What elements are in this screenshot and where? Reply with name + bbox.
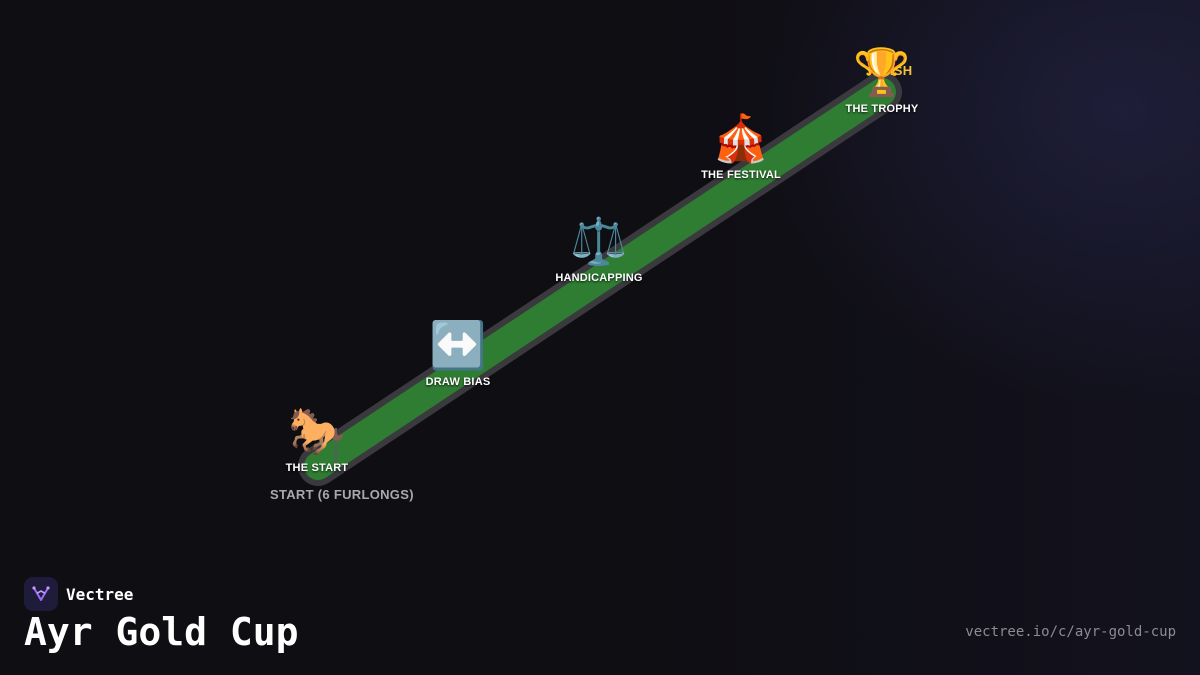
track-surface <box>304 78 896 480</box>
milestone-label: THE START <box>285 462 349 474</box>
milestone-label: HANDICAPPING <box>555 272 643 284</box>
finish-caption: FINISH <box>868 63 913 78</box>
vectree-logo-icon <box>24 577 58 611</box>
left-right-arrow-icon: ↔️ <box>429 319 487 371</box>
start-caption: START (6 FURLONGS) <box>270 487 414 502</box>
milestone-handicapping: ⚖️ HANDICAPPING <box>509 215 689 284</box>
milestone-the-start: 🐎 THE START <box>227 405 407 474</box>
milestone-label: DRAW BIAS <box>425 376 491 388</box>
brand[interactable]: Vectree <box>24 577 133 611</box>
circus-tent-icon: 🎪 <box>712 112 770 164</box>
horse-icon: 🐎 <box>288 405 346 457</box>
milestone-the-festival: 🎪 THE FESTIVAL <box>651 112 831 181</box>
page-url[interactable]: vectree.io/c/ayr-gold-cup <box>965 624 1176 640</box>
brand-name: Vectree <box>66 584 134 604</box>
page-title: Ayr Gold Cup <box>24 610 299 654</box>
milestone-label: THE TROPHY <box>845 103 919 115</box>
scales-icon: ⚖️ <box>570 215 628 267</box>
milestone-draw-bias: ↔️ DRAW BIAS <box>368 319 548 388</box>
milestone-the-trophy: 🏆 THE TROPHY <box>792 46 972 115</box>
milestone-label: THE FESTIVAL <box>701 169 781 181</box>
trophy-icon: 🏆 <box>853 46 911 98</box>
